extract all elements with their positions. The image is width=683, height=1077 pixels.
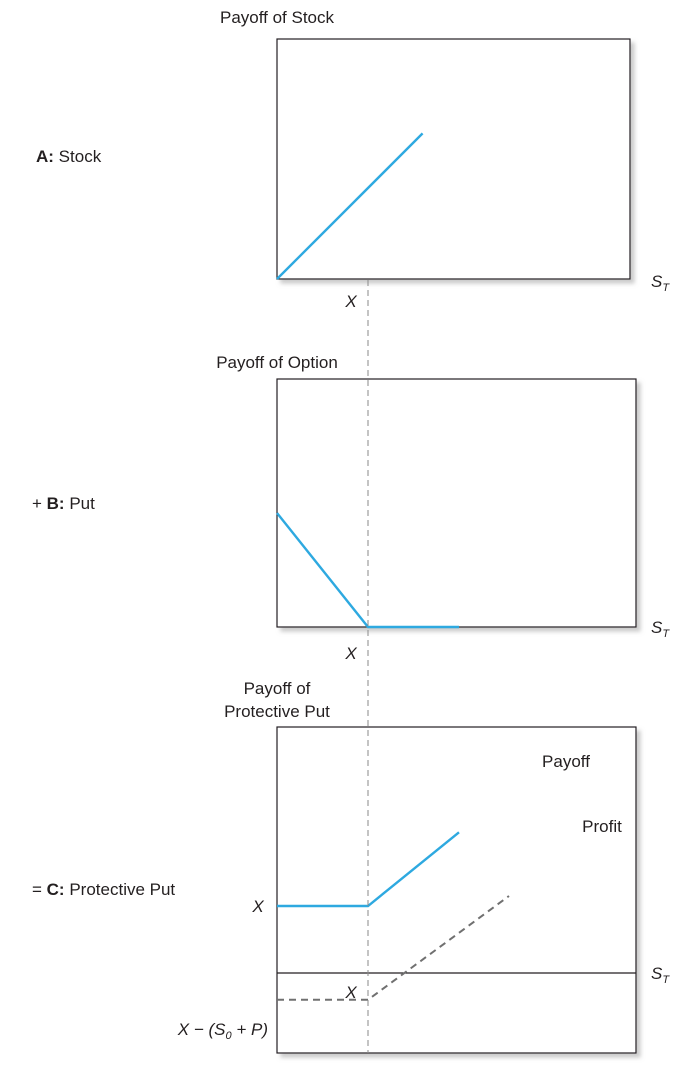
- panel-a-title: Payoff of Stock: [220, 8, 335, 27]
- profit-line-label: Profit: [582, 817, 622, 836]
- payoff-line-label: Payoff: [542, 752, 590, 771]
- panel-b-frame: [276, 378, 637, 628]
- panel-c-xaxis-label: ST: [651, 964, 670, 986]
- panel-b-xaxis-label: ST: [651, 618, 670, 640]
- panel-b-strike-label: X: [344, 644, 357, 663]
- panel-c-y-cost-label: X − (S0 + P): [177, 1020, 268, 1042]
- stock-payoff-line: [276, 132, 424, 280]
- panel-c-frame: [276, 726, 637, 1054]
- panel-c-strike-label: X: [344, 983, 357, 1002]
- row-label-c: = C: Protective Put: [32, 880, 175, 899]
- panel-c-y-strike-label: X: [251, 897, 264, 916]
- row-label-a: A: Stock: [36, 147, 102, 166]
- panel-c-title-line1: Payoff of: [244, 679, 311, 698]
- panel-b-title: Payoff of Option: [216, 353, 338, 372]
- protective-put-profit-line: [277, 895, 510, 1001]
- put-payoff-line: [276, 512, 459, 629]
- panel-a-xaxis-label: ST: [651, 272, 670, 294]
- row-label-b: + B: Put: [32, 494, 95, 513]
- panel-a-frame: [276, 38, 631, 280]
- panel-c-title-line2: Protective Put: [224, 702, 330, 721]
- panel-a-strike-label: X: [344, 292, 357, 311]
